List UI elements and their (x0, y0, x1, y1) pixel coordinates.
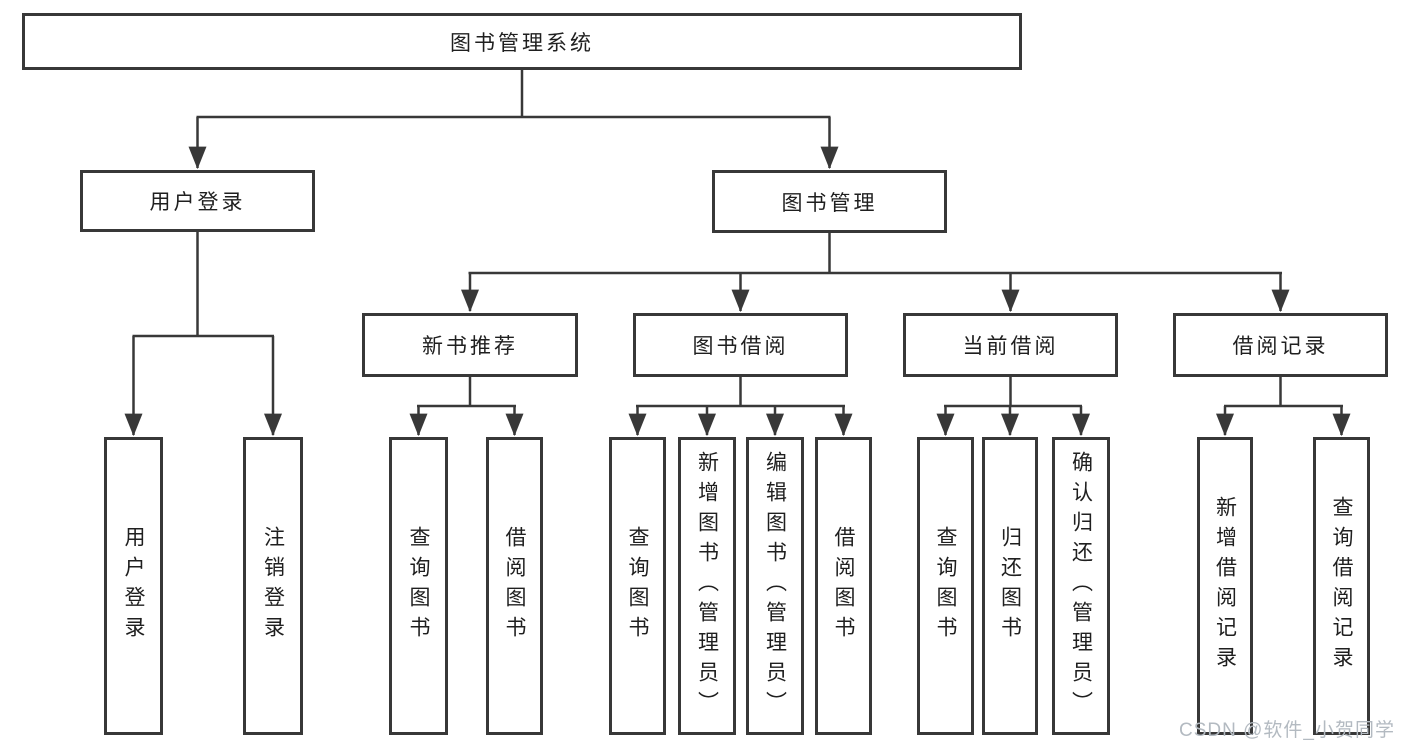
leaf-borrow-books-recommend: 借阅图书 (486, 437, 543, 735)
leaf-query-books-current: 查询图书 (917, 437, 974, 735)
node-new-book-recommend: 新书推荐 (362, 313, 578, 377)
leaf-user-login: 用户登录 (104, 437, 163, 735)
leaf-edit-book-admin: 编辑图书（管理员） (746, 437, 804, 735)
watermark: CSDN @软件_小贺同学 (1179, 720, 1395, 741)
leaf-confirm-return-admin: 确认归还（管理员） (1052, 437, 1110, 735)
node-borrow-records: 借阅记录 (1173, 313, 1388, 377)
node-current-borrow: 当前借阅 (903, 313, 1118, 377)
leaf-query-books-recommend: 查询图书 (389, 437, 448, 735)
leaf-query-books-borrow: 查询图书 (609, 437, 666, 735)
leaf-borrow-books-borrow: 借阅图书 (815, 437, 872, 735)
leaf-return-books: 归还图书 (982, 437, 1038, 735)
node-user-login: 用户登录 (80, 170, 315, 232)
node-book-management: 图书管理 (712, 170, 947, 233)
leaf-query-borrow-record: 查询借阅记录 (1313, 437, 1370, 735)
leaf-logout: 注销登录 (243, 437, 303, 735)
node-book-borrow: 图书借阅 (633, 313, 848, 377)
node-library-system: 图书管理系统 (22, 13, 1022, 70)
leaf-add-borrow-record: 新增借阅记录 (1197, 437, 1253, 735)
leaf-add-book-admin: 新增图书（管理员） (678, 437, 736, 735)
